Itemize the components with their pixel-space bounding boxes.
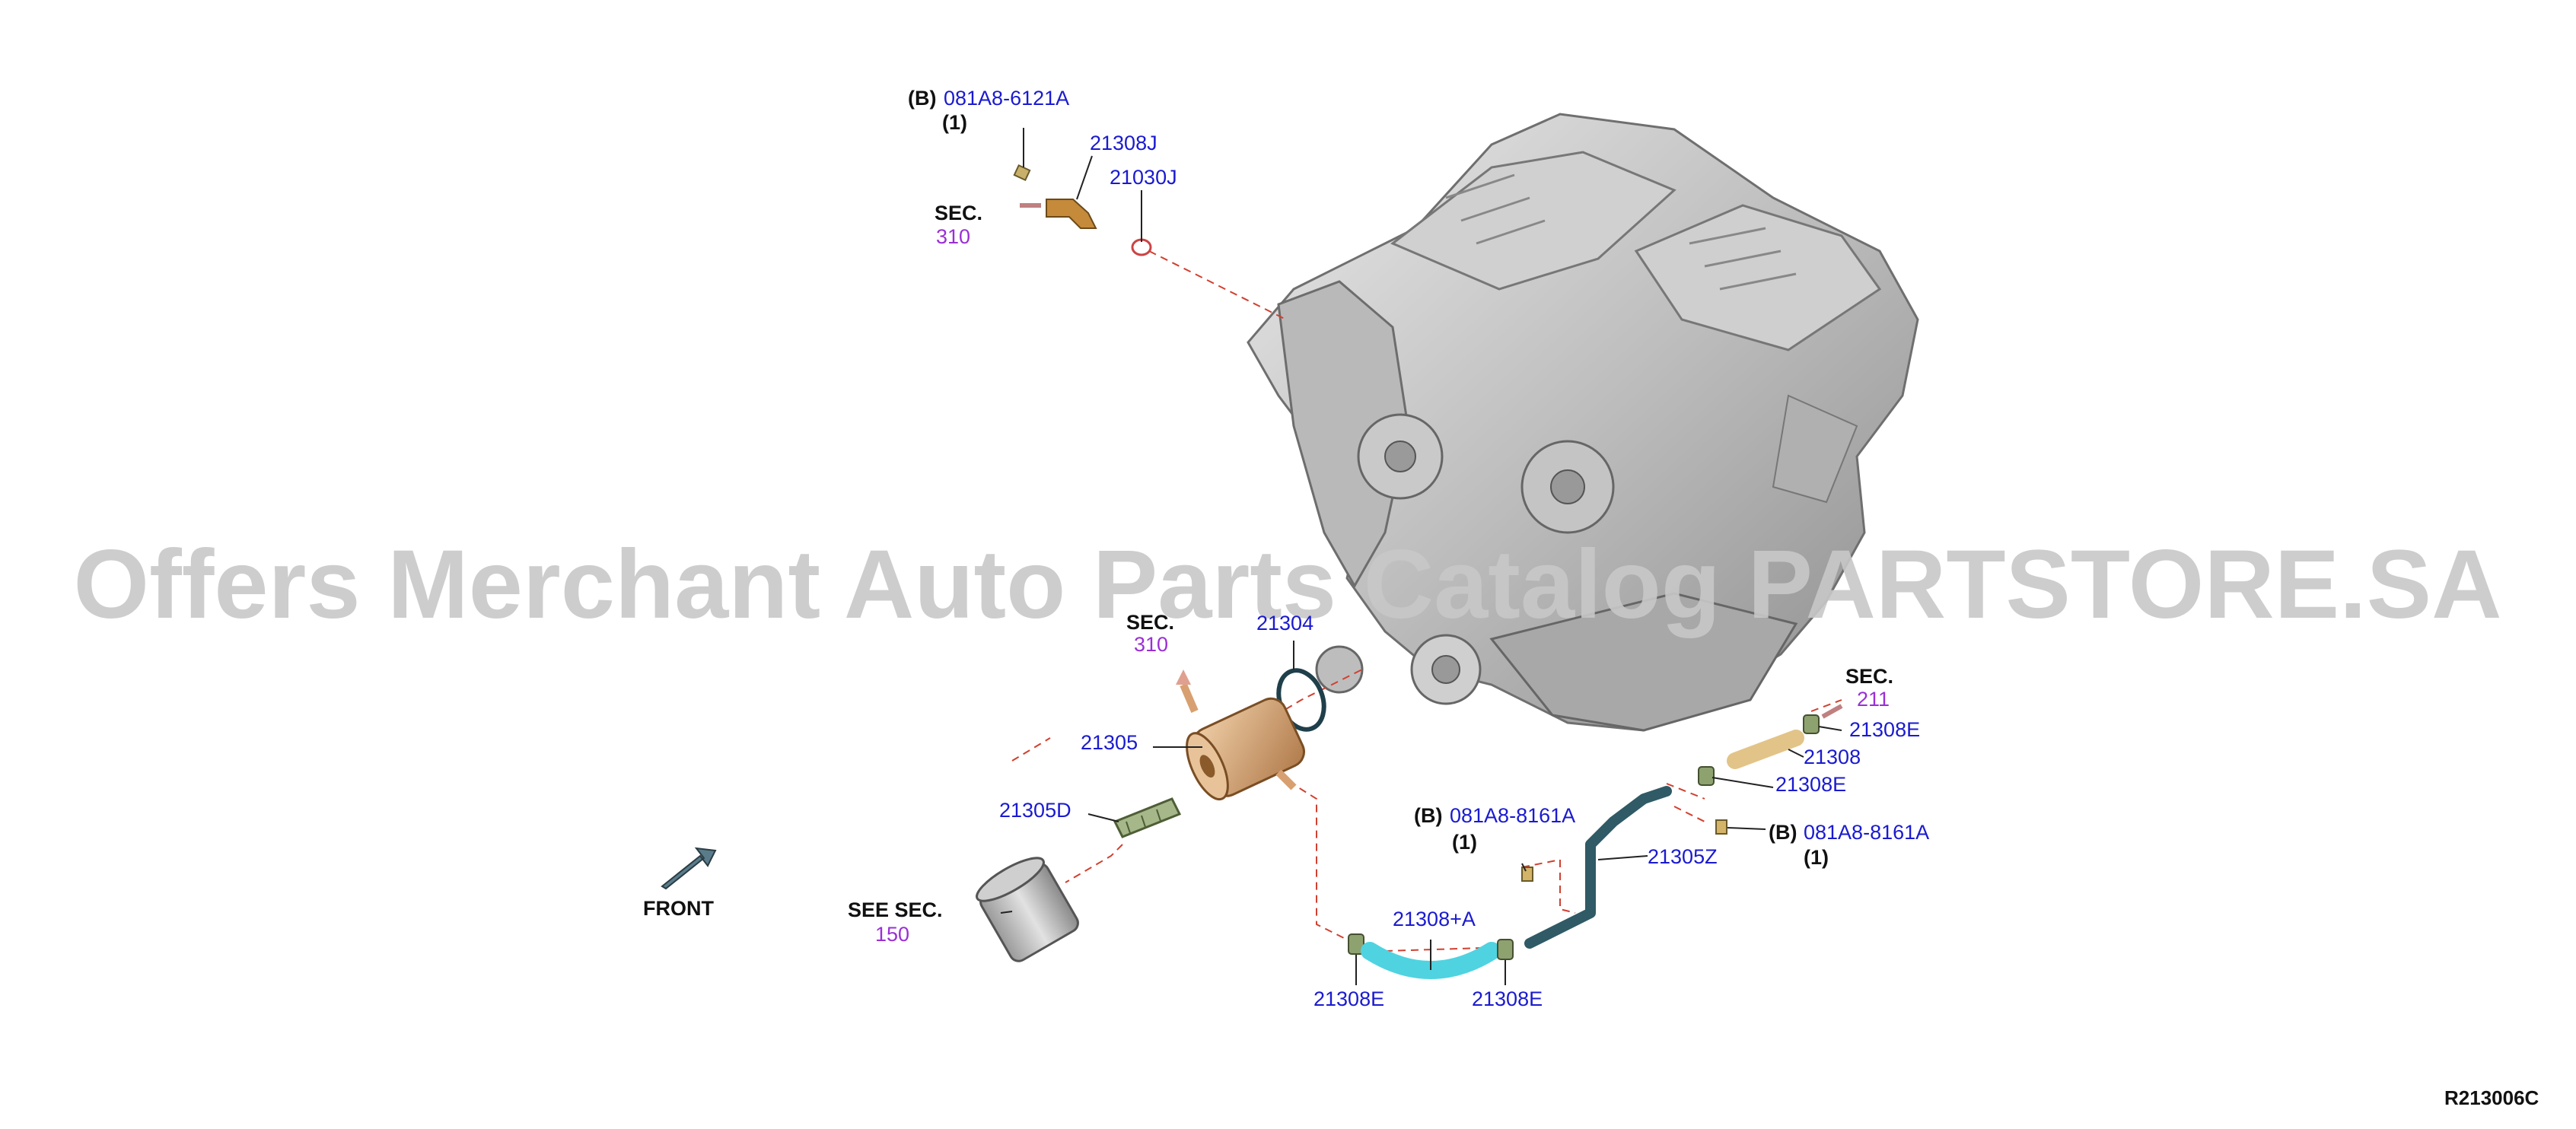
label-21304[interactable]: 21304 — [1256, 612, 1313, 634]
label-sec-mid: SEC. — [1126, 611, 1174, 634]
label-081A8-8161A-right[interactable]: 081A8-8161A — [1804, 821, 1929, 844]
clamp-21308E-mid[interactable] — [1698, 766, 1715, 786]
label-front: FRONT — [643, 897, 714, 920]
label-21308A[interactable]: 21308+A — [1393, 908, 1476, 930]
watermark: Offers Merchant Auto Parts Catalog PARTS… — [74, 530, 2502, 639]
label-top-b-qty: (1) — [942, 111, 967, 134]
link-sec-150[interactable]: 150 — [875, 923, 909, 946]
top-fitting-group — [1013, 164, 1152, 256]
label-sec-top: SEC. — [935, 202, 982, 224]
bolt-081A8-6121A-top[interactable] — [1013, 164, 1031, 182]
right-hose-group — [1698, 704, 1843, 835]
label-mid-b-qty: (1) — [1452, 831, 1477, 854]
label-mid-b-prefix: (B) — [1414, 804, 1442, 827]
connector-21305D[interactable] — [1113, 797, 1182, 838]
bolt-081A8-8161A-mid[interactable] — [1521, 867, 1533, 882]
cooler-pipe — [1180, 683, 1199, 713]
label-081A8-6121A-top[interactable]: 081A8-6121A — [944, 87, 1069, 110]
label-21305D[interactable]: 21305D — [999, 799, 1071, 822]
label-sec-right: SEC. — [1845, 665, 1893, 688]
labels: (B) 081A8-6121A (1) 21308J 21030J SEC. 3… — [643, 87, 2539, 1109]
label-21305[interactable]: 21305 — [1081, 731, 1138, 754]
label-21308E-mid[interactable]: 21308E — [1775, 773, 1846, 796]
diagram-code: R213006C — [2444, 1086, 2539, 1109]
oil-filter[interactable] — [972, 851, 1081, 965]
arrow-to-sec-211 — [1821, 704, 1843, 719]
arrow-to-sec-310-mid — [1176, 669, 1191, 685]
label-21308E-left[interactable]: 21308E — [1313, 987, 1384, 1010]
label-21030J[interactable]: 21030J — [1110, 166, 1177, 189]
link-sec-211[interactable]: 211 — [1857, 688, 1890, 711]
label-top-b-prefix: (B) — [908, 87, 936, 110]
fitting-21308J[interactable] — [1046, 199, 1097, 229]
label-21308E-right[interactable]: 21308E — [1472, 987, 1543, 1010]
leader-lines — [1000, 128, 1842, 985]
label-right-b-prefix: (B) — [1769, 821, 1797, 844]
oil-cooler-21305[interactable] — [1178, 694, 1309, 806]
link-sec-310-top[interactable]: 310 — [936, 225, 970, 248]
label-21305Z[interactable]: 21305Z — [1648, 845, 1718, 868]
bolt-081A8-8161A-right[interactable] — [1715, 819, 1727, 835]
oil-cooler-group — [1176, 668, 1326, 806]
clamp-21308E-top[interactable] — [1803, 714, 1820, 734]
engine-assembly — [1247, 113, 1919, 732]
label-21308[interactable]: 21308 — [1804, 746, 1861, 768]
label-081A8-8161A-mid[interactable]: 081A8-8161A — [1450, 804, 1575, 827]
label-see-sec: SEE SEC. — [848, 898, 943, 921]
pipe-21305Z[interactable] — [1524, 786, 1672, 949]
clamp-21308E-right[interactable] — [1497, 939, 1514, 960]
label-right-b-qty: (1) — [1804, 846, 1829, 869]
front-arrow-icon — [661, 847, 717, 890]
cooler-outlet — [1275, 769, 1297, 790]
label-21308E-top[interactable]: 21308E — [1849, 718, 1920, 741]
label-21308J[interactable]: 21308J — [1090, 132, 1157, 154]
hose-21308[interactable] — [1727, 730, 1804, 769]
clamp-21308E-left[interactable] — [1348, 933, 1364, 955]
link-sec-310-mid[interactable]: 310 — [1134, 633, 1168, 656]
